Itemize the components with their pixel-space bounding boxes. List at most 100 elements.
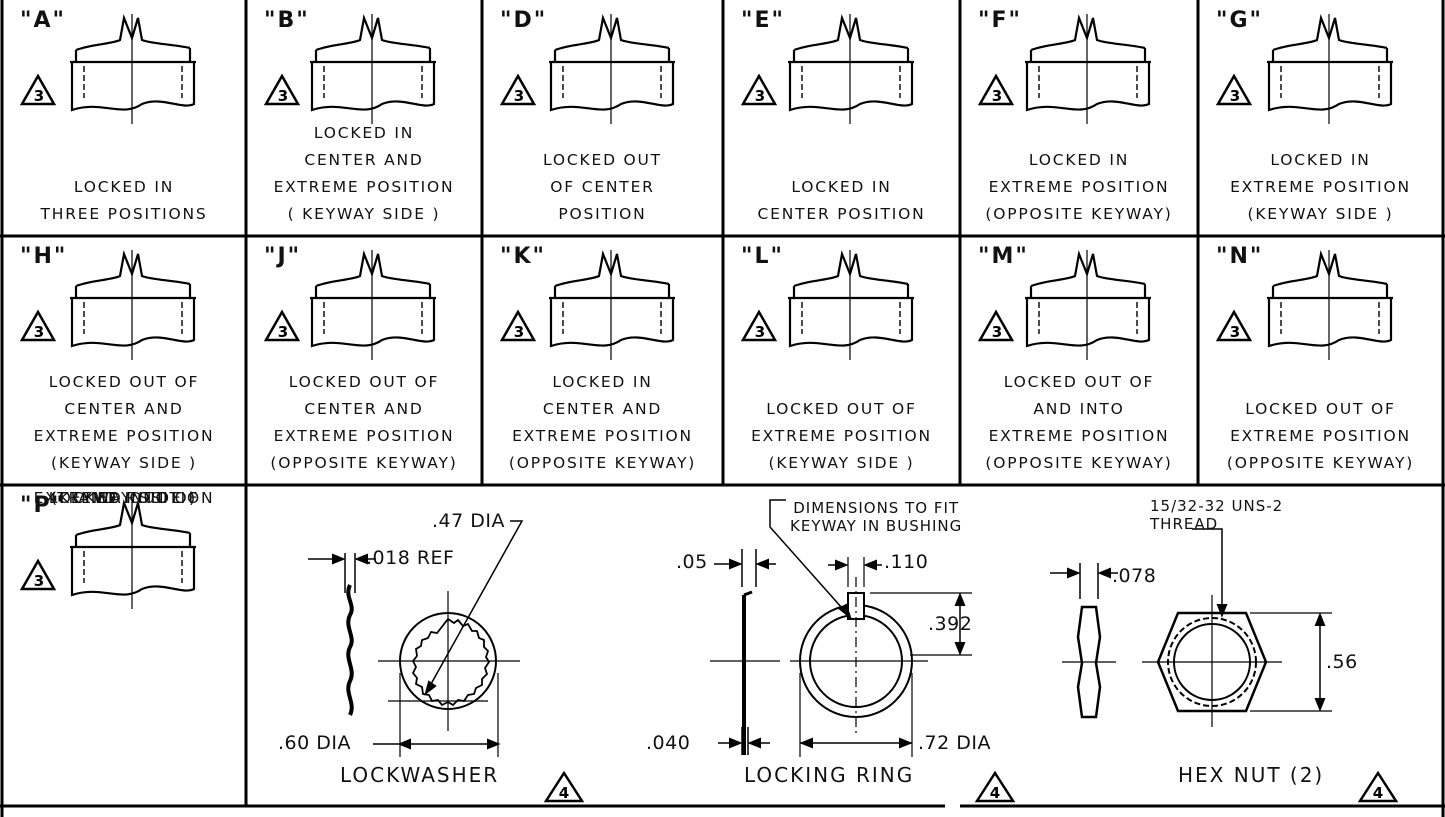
revision-flag-number: 3: [278, 87, 288, 105]
knob-profile-drawing: 3: [19, 499, 196, 609]
variant-code: "N": [1216, 244, 1264, 269]
variant-description-line: (KEYWAY SIDE ): [50, 454, 198, 472]
variant-description-line: CENTER AND: [64, 400, 184, 418]
revision-flag-icon: [977, 309, 1015, 342]
locking-ring-caption: LOCKING RING: [744, 763, 915, 787]
variant-description-line: LOCKED OUT OF: [1245, 400, 1396, 418]
locking-ring-key-height-label: .392: [928, 613, 973, 635]
revision-flag-number: 3: [992, 87, 1002, 105]
variant-description-line: (OPPOSITE KEYWAY): [270, 454, 458, 472]
lockwasher-panel: 4 .47 DIA .018 REF .60 DIA LOCKWASHER: [248, 487, 608, 805]
lockwasher-outer-dia-label: .60 DIA: [278, 732, 351, 754]
variant-description-line: LOCKED OUT OF: [766, 400, 917, 418]
lockwasher-inner-dia-label: .47 DIA: [432, 510, 505, 532]
variant-description-line: EXTREME POSITION: [751, 427, 932, 445]
locking-ring-thickness-label: .040: [646, 732, 691, 754]
knob-profile-drawing: 3: [977, 14, 1151, 124]
variant-code: "H": [20, 244, 68, 269]
lockwasher-flag-number: 4: [559, 784, 569, 802]
locking-ring-key-width-label: .110: [884, 551, 929, 573]
locking-ring-flag-number: 4: [990, 784, 1000, 802]
hex-nut-thickness-label: .078: [1112, 565, 1157, 587]
variant-code: "K": [500, 244, 546, 269]
variant-code: "P": [20, 493, 66, 518]
revision-flag-icon: [740, 309, 778, 342]
revision-flag-number: 3: [1230, 87, 1240, 105]
variant-description-line: LOCKED OUT: [543, 151, 662, 169]
variant-description-line: LOCKED IN: [73, 178, 175, 196]
variant-description-line: (KEYWAY SIDE ): [50, 489, 198, 507]
variant-code: "J": [264, 244, 302, 269]
variant-description-line: LOCKED OUT OF: [1003, 373, 1155, 391]
variant-description-line: EXTREME POSITION: [988, 178, 1170, 196]
revision-flag-number: 3: [34, 572, 44, 590]
variant-description-line: LOCKED IN: [313, 124, 415, 142]
variant-code: "D": [500, 8, 548, 33]
knob-profile-drawing: 3: [499, 250, 675, 360]
revision-flag-number: 3: [1230, 323, 1240, 341]
variant-code: "M": [978, 244, 1029, 269]
revision-flag-number: 3: [755, 323, 765, 341]
variant-description-line: EXTREME POSITION: [33, 427, 215, 445]
locking-ring-gap-label: .05: [676, 551, 708, 573]
variant-description-line: EXTREME POSITION: [273, 427, 455, 445]
revision-flag-number: 3: [755, 87, 765, 105]
revision-flag-icon: [263, 73, 301, 106]
variant-code: "L": [741, 244, 784, 269]
knob-profile-drawing: 3: [263, 250, 436, 360]
variant-description-line: AND INTO: [78, 489, 170, 507]
knob-profile-drawing: 3: [19, 14, 196, 124]
variant-description-line: EXTREME POSITION: [33, 489, 215, 507]
variant-description-line: ( KEYWAY SIDE ): [287, 205, 441, 223]
lockwasher-caption: LOCKWASHER: [340, 763, 500, 787]
knob-profile-drawing: 3: [19, 250, 196, 360]
variant-code: "E": [741, 8, 785, 33]
revision-flag-number: 3: [278, 323, 288, 341]
variant-description-line: EXTREME POSITION: [273, 178, 455, 196]
variant-description-line: AND INTO: [1033, 400, 1125, 418]
revision-flag-number: 3: [992, 323, 1002, 341]
variant-description-line: EXTREME POSITION: [988, 427, 1170, 445]
variant-description-line: LOCKED OUT OF: [48, 489, 200, 507]
variant-code: "B": [264, 8, 310, 33]
variant-description-line: LOCKED IN: [791, 178, 892, 196]
knob-profile-drawing: 3: [740, 14, 914, 124]
lockwasher-drawing: 4: [308, 520, 585, 803]
variant-description-line: EXTREME POSITION: [1230, 178, 1411, 196]
revision-flag-number: 3: [34, 323, 44, 341]
revision-flag-icon: [499, 73, 537, 106]
variant-description-line: CENTER AND: [304, 400, 424, 418]
variant-description-line: EXTREME POSITION: [512, 427, 693, 445]
revision-flag-icon: [1215, 73, 1253, 106]
revision-flag-icon: [19, 73, 57, 106]
variant-description-line: LOCKED IN: [552, 373, 653, 391]
knob-profile-drawing: 3: [499, 14, 675, 124]
hex-nut-across-flats-label: .56: [1326, 651, 1358, 673]
revision-flag-icon: [263, 309, 301, 342]
revision-flag-number: 3: [514, 87, 524, 105]
variant-description-line: OF CENTER: [550, 178, 655, 196]
locking-ring-note: DIMENSIONS TO FIT KEYWAY IN BUSHING: [790, 499, 963, 535]
variant-description-line: (KEYWAY SIDE ): [768, 454, 915, 472]
revision-flag-icon: [1215, 309, 1253, 342]
revision-flag-icon: [19, 309, 57, 342]
variant-description-line: THREE POSITIONS: [40, 205, 208, 223]
hex-nut-panel: 4 15/32-32 UNS-2 THREAD .078 .56 HEX NUT…: [1032, 487, 1442, 805]
variant-description-line: (OPPOSITE KEYWAY): [508, 454, 697, 472]
variant-description-line: LOCKED IN: [1270, 151, 1371, 169]
variant-code: "G": [1216, 8, 1263, 33]
locking-ring-outer-dia-label: .72 DIA: [918, 732, 991, 754]
variant-description-line: LOCKED IN: [1028, 151, 1130, 169]
variant-description-line: CENTER AND: [542, 400, 663, 418]
revision-flag-icon: [977, 73, 1015, 106]
variant-code: "F": [978, 8, 1022, 33]
